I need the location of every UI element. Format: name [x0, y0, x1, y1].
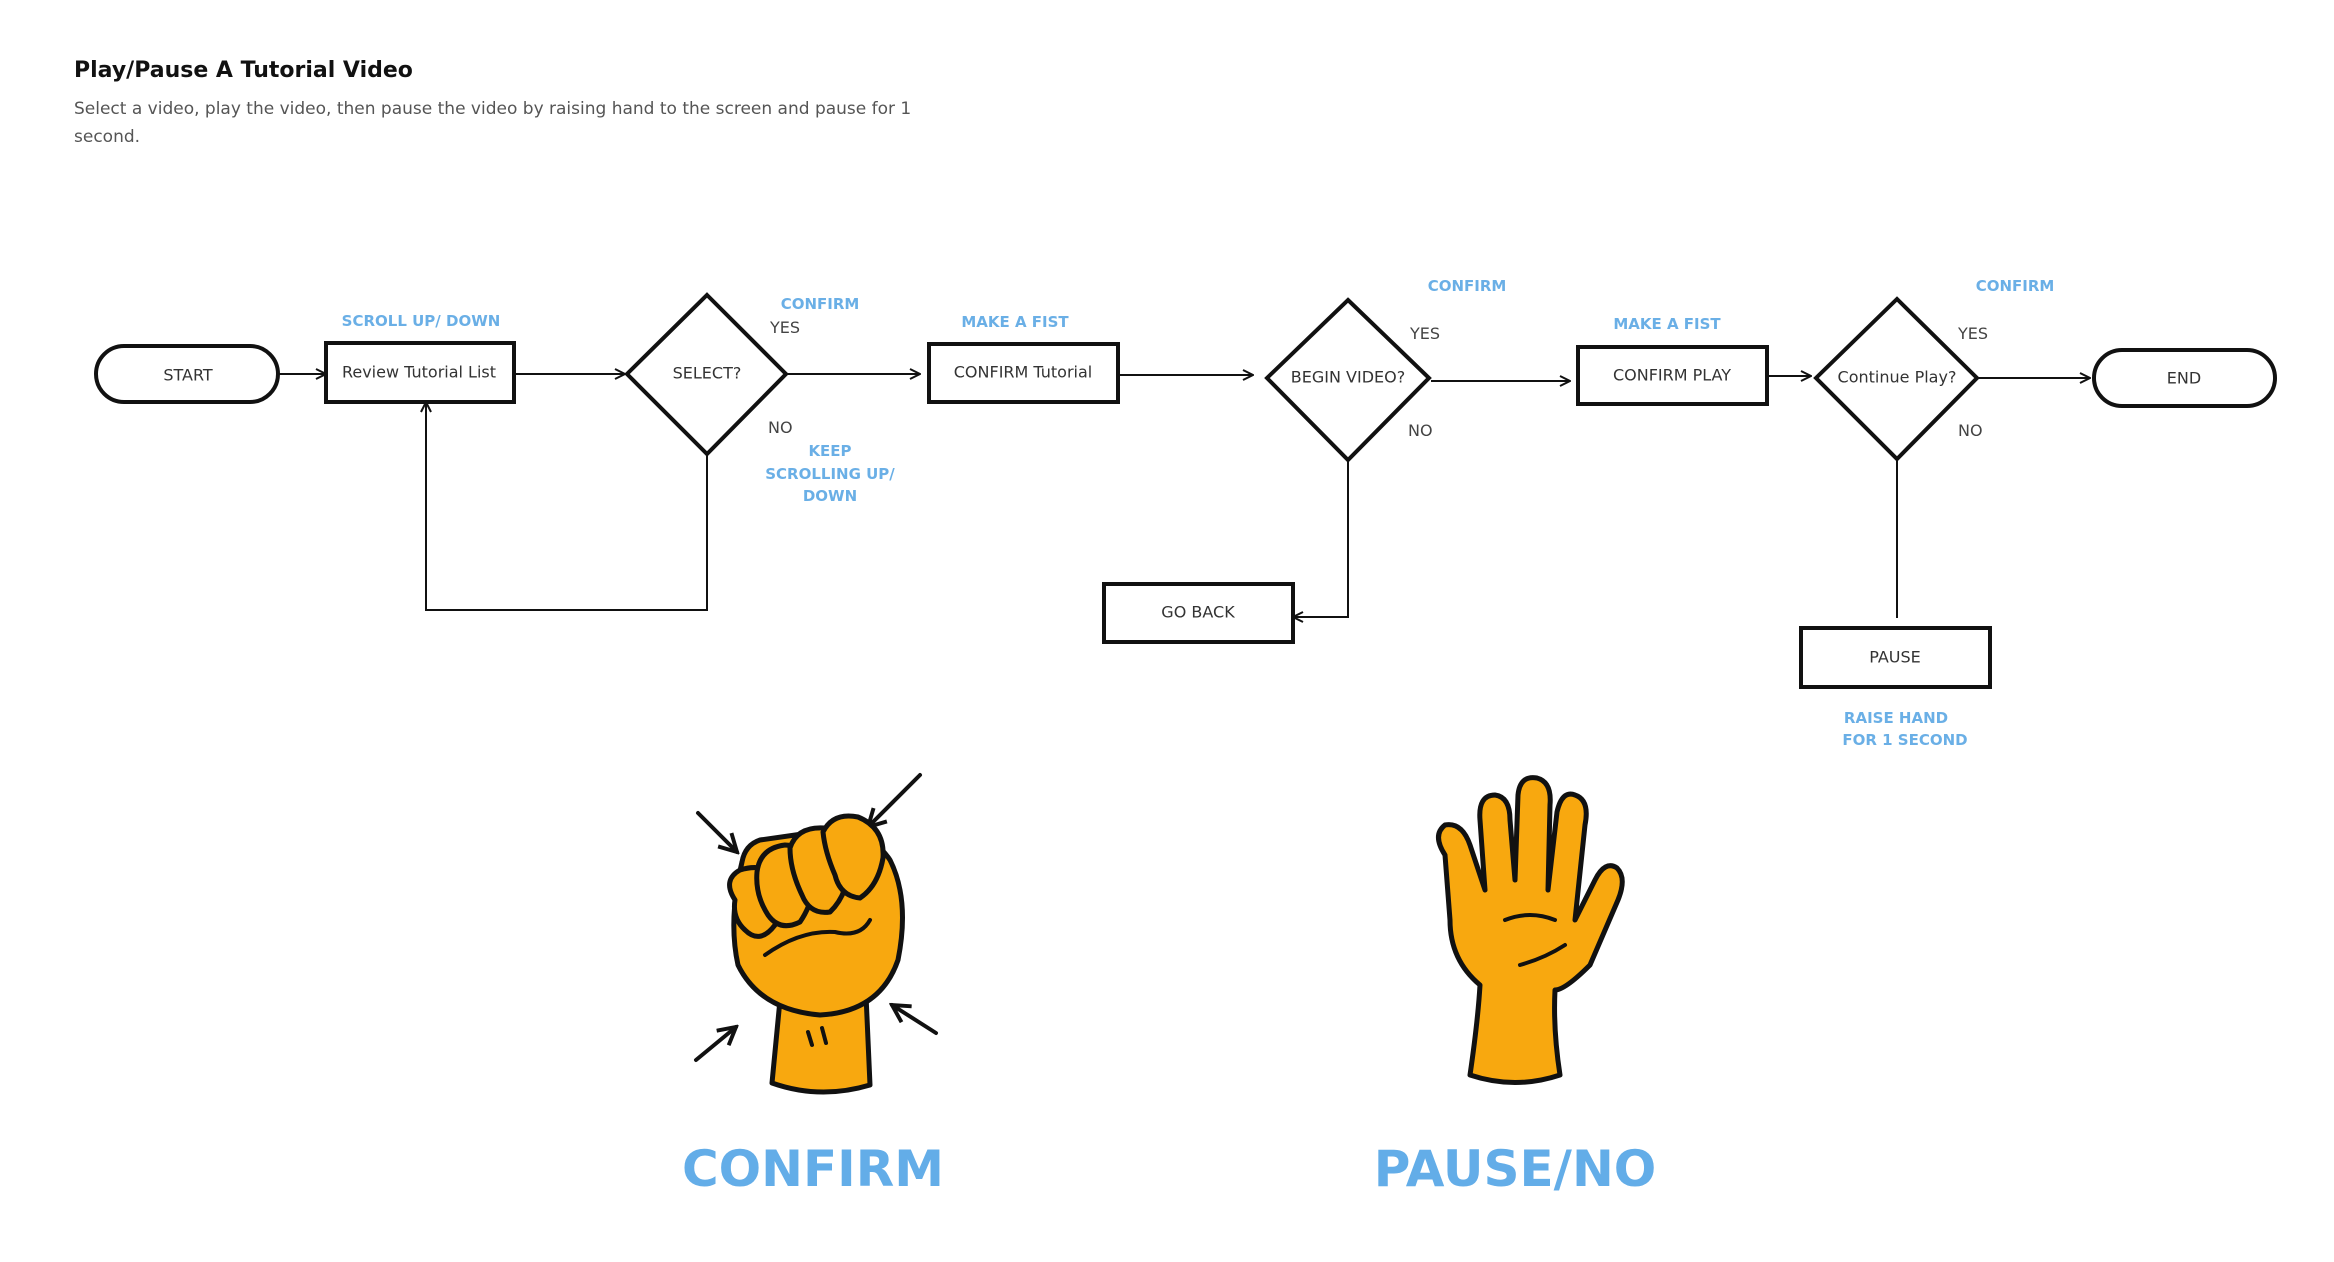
gesture-keep-line1: KEEP [808, 442, 851, 460]
node-continue-play-decision: Continue Play? [1813, 296, 1980, 462]
node-end: END [2092, 348, 2277, 408]
continue-yes-label: YES [1957, 324, 1988, 343]
gesture-scroll-label: SCROLL UP/ DOWN [342, 312, 501, 330]
node-go-back: GO BACK [1102, 582, 1295, 644]
node-review-tutorial-list: Review Tutorial List [324, 341, 516, 404]
node-select-decision: SELECT? [624, 292, 789, 457]
node-review-label: Review Tutorial List [342, 363, 496, 382]
edge-select-no-loop [426, 402, 708, 611]
fist-icon [694, 773, 938, 1095]
diagram-header: Play/Pause A Tutorial Video Select a vid… [74, 58, 974, 151]
edge-begin-no-goback [1293, 460, 1349, 617]
node-begin-video-decision: BEGIN VIDEO? [1264, 297, 1432, 463]
gesture-fist1-label: MAKE A FIST [961, 313, 1069, 331]
select-yes-label: YES [769, 318, 800, 337]
begin-yes-label: YES [1409, 324, 1440, 343]
node-confirm-play-label: CONFIRM PLAY [1613, 366, 1731, 385]
gesture-raise-line2: FOR 1 SECOND [1842, 731, 1967, 749]
gesture-continue-confirm-label: CONFIRM [1976, 277, 2055, 295]
gesture-raise-line1: RAISE HAND [1844, 709, 1948, 727]
legend-pause-label: PAUSE/NO [1374, 1140, 1657, 1198]
node-continue-play-label: Continue Play? [1838, 368, 1957, 387]
continue-no-label: NO [1958, 421, 1983, 440]
select-no-label: NO [768, 418, 793, 437]
gesture-keep-line3: DOWN [803, 487, 857, 505]
gesture-fist2-label: MAKE A FIST [1613, 315, 1721, 333]
page-subtitle: Select a video, play the video, then pau… [74, 99, 912, 147]
node-select-label: SELECT? [673, 364, 742, 383]
gesture-begin-confirm-label: CONFIRM [1428, 277, 1507, 295]
page-title: Play/Pause A Tutorial Video [74, 58, 413, 83]
node-confirm-tutorial-label: CONFIRM Tutorial [954, 363, 1092, 382]
gesture-select-confirm-label: CONFIRM [781, 295, 860, 313]
node-begin-video-label: BEGIN VIDEO? [1291, 368, 1405, 387]
node-start: START [94, 344, 280, 404]
open-hand-icon [1436, 775, 1625, 1085]
node-pause: PAUSE [1799, 626, 1992, 689]
node-go-back-label: GO BACK [1161, 603, 1235, 622]
node-start-label: START [163, 366, 213, 385]
node-end-label: END [2167, 369, 2201, 388]
node-pause-label: PAUSE [1869, 648, 1921, 667]
node-confirm-play: CONFIRM PLAY [1576, 345, 1769, 406]
node-confirm-tutorial: CONFIRM Tutorial [927, 342, 1120, 404]
gesture-keep-line2: SCROLLING UP/ [765, 465, 895, 483]
legend-confirm-label: CONFIRM [682, 1140, 944, 1198]
begin-no-label: NO [1408, 421, 1433, 440]
